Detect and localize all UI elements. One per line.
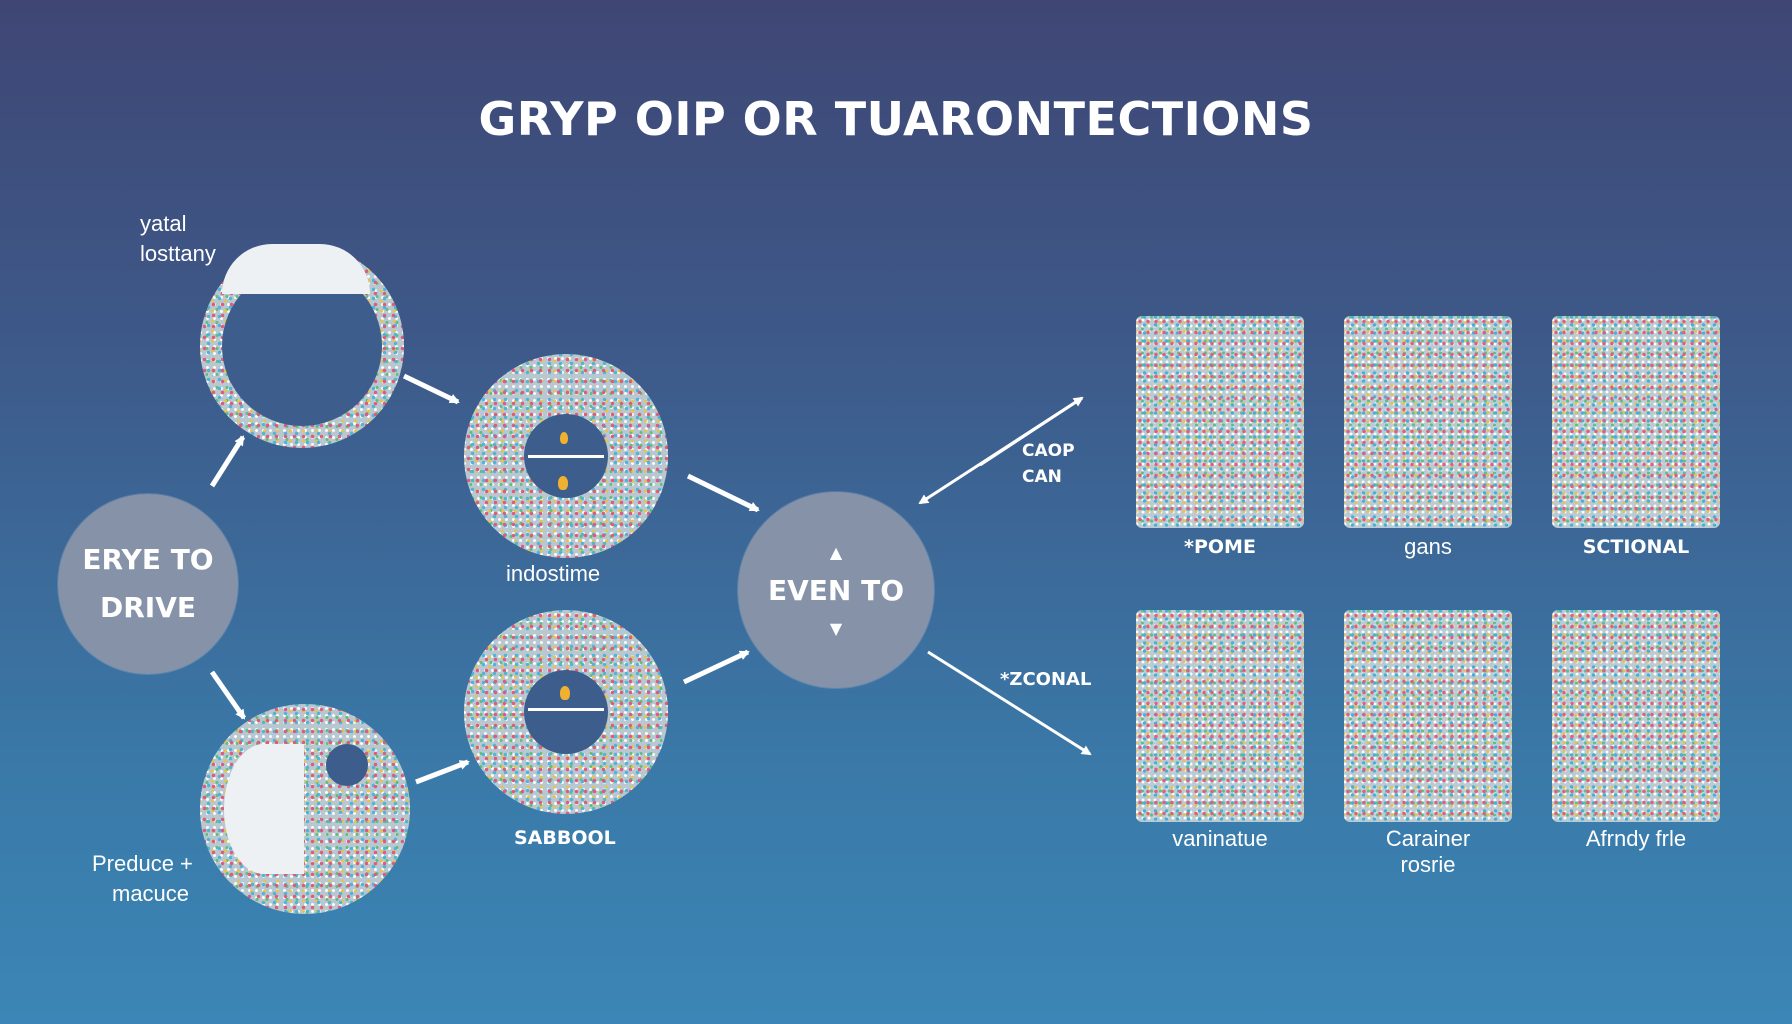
arrow-mid-top-to-center bbox=[686, 473, 760, 513]
mid-top-ring-flame-bottom bbox=[558, 476, 568, 490]
left-node-line1: ERYE TO bbox=[82, 543, 214, 576]
arrow-mid-bottom-to-center bbox=[682, 649, 750, 685]
center-node-label: EVEN TO bbox=[767, 573, 904, 607]
tile-4-label: vaninatue bbox=[1172, 826, 1268, 851]
mid-bottom-ring-node bbox=[464, 610, 668, 814]
tile-2 bbox=[1344, 316, 1512, 528]
tile-6 bbox=[1552, 610, 1720, 822]
bottom-ring-node bbox=[200, 704, 410, 914]
mid-top-ring-label: indostime bbox=[506, 561, 601, 586]
center-up-triangle-icon: ▲ bbox=[829, 542, 843, 562]
tile-5-label-line1: Carainer bbox=[1385, 826, 1471, 851]
arrow-center-lower-out bbox=[927, 650, 1092, 756]
arrow-bottom-ring-to-mid-bottom bbox=[415, 759, 470, 785]
tile-5 bbox=[1344, 610, 1512, 822]
left-node-line2: DRIVE bbox=[99, 591, 197, 624]
mid-bottom-ring-flame bbox=[560, 686, 570, 700]
mid-bottom-ring-label: SABBOOL bbox=[514, 827, 616, 849]
left-node: ERYE TO DRIVE bbox=[58, 494, 238, 674]
tile-2-label: gans bbox=[1404, 534, 1452, 559]
tile-3 bbox=[1552, 316, 1720, 528]
edge-label-lower: *ZCONAL bbox=[1000, 669, 1092, 690]
arrow-center-upper-out bbox=[979, 396, 1084, 467]
mid-top-ring-flame-top bbox=[560, 432, 568, 444]
bottom-ring-label-line2: macuce bbox=[112, 881, 190, 906]
mid-top-ring-bar bbox=[528, 455, 604, 458]
edge-label-upper-line1: CAOP bbox=[1022, 441, 1075, 461]
mid-bottom-ring-hole bbox=[524, 670, 608, 754]
center-node: ▲ EVEN TO ▼ bbox=[738, 492, 934, 688]
edge-label-upper-line2: CAN bbox=[1022, 467, 1062, 487]
top-ring-highlight bbox=[222, 244, 370, 294]
tile-1-label: *POME bbox=[1184, 536, 1256, 558]
tile-4 bbox=[1136, 610, 1304, 822]
arrow-left-to-bottom-ring bbox=[209, 670, 247, 720]
top-ring-label-line1: yatal bbox=[140, 211, 187, 236]
mid-top-ring-node bbox=[464, 354, 668, 558]
diagram-title: GRYP OIP OR TUARONTECTIONS bbox=[478, 92, 1314, 146]
tile-1 bbox=[1136, 316, 1304, 528]
bottom-ring-fill bbox=[224, 744, 304, 874]
tile-3-label: SCTIONAL bbox=[1582, 536, 1690, 558]
bottom-ring-label-line1: Preduce + bbox=[92, 851, 193, 876]
tile-5-label-line2: rosrie bbox=[1400, 852, 1456, 877]
tile-6-label: Afrndy frle bbox=[1585, 826, 1687, 851]
bottom-ring-hole bbox=[326, 744, 368, 786]
center-down-triangle-icon: ▼ bbox=[829, 618, 843, 638]
top-ring-label-line2: losttany bbox=[140, 241, 216, 266]
arrow-left-to-top-ring bbox=[209, 435, 246, 488]
arrow-top-ring-to-mid-top bbox=[402, 373, 460, 405]
mid-bottom-ring-bar bbox=[528, 708, 604, 711]
